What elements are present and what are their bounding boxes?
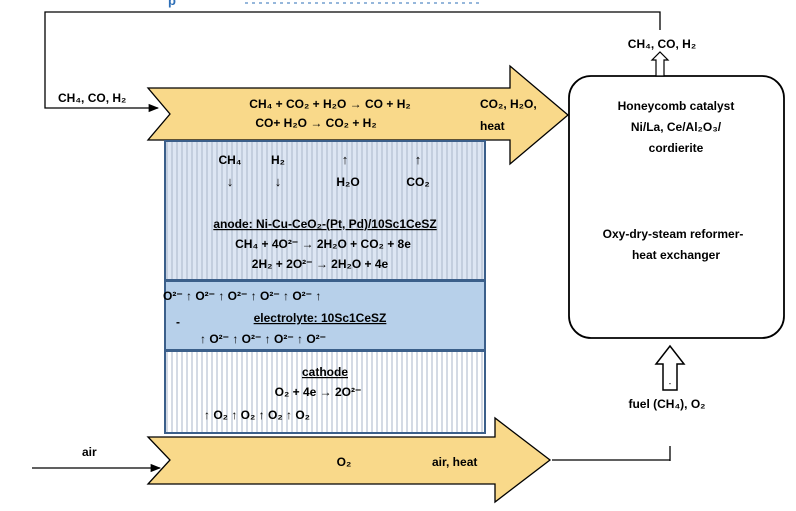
anode-layer-stripes <box>164 140 486 281</box>
anode-species-ch4-arrow: ↓ <box>227 174 234 189</box>
electrolyte-top-row: O²⁻ ↑ O²⁻ ↑ O²⁻ ↑ O²⁻ ↑ O²⁻ ↑ <box>163 289 321 303</box>
anode-species-h2-arrow: ↓ <box>275 174 282 189</box>
recycle-line <box>44 11 661 113</box>
air-channel-arrow <box>146 416 552 504</box>
reformer-input-arrow <box>654 344 686 391</box>
cathode-layer-stripes <box>164 350 486 434</box>
reformer-box <box>568 75 785 339</box>
anode-species-co2-arrow: ↑ <box>415 152 422 167</box>
fuel-outlet-label-1: CO₂, H₂O, <box>480 97 537 111</box>
cathode-flux-row: ↑ O₂ ↑ O₂ ↑ O₂ ↑ O₂ <box>204 408 310 422</box>
reformer-line-3: cordierite <box>649 141 704 155</box>
fuel-outlet-label-2: heat <box>480 119 505 133</box>
reformer-line-2: Ni/La, Ce/Al₂O₃/ <box>631 120 722 134</box>
anode-species-h2o-arrow: ↑ <box>342 152 349 167</box>
reformer-line-1: Honeycomb catalyst <box>618 99 735 113</box>
fuel-channel-arrow <box>146 64 570 166</box>
anode-species-co2: CO₂ <box>406 175 429 189</box>
fuel-reaction-1: CH₄ + CO₂ + H₂O → CO + H₂ <box>249 97 410 111</box>
anode-reaction-1: CH₄ + 4O²⁻ → 2H₂O + CO₂ + 8e <box>235 237 411 251</box>
reformer-output-arrow <box>650 51 670 77</box>
air-middle-label: O₂ <box>337 455 352 469</box>
electrolyte-side-mark: - <box>176 315 180 329</box>
anode-species-ch4: CH₄ <box>218 153 241 167</box>
reformer-bottom-input-label: fuel (CH₄), O₂ <box>628 397 705 411</box>
cathode-reaction: O₂ + 4e → 2O²⁻ <box>275 385 362 399</box>
reformer-line-5: heat exchanger <box>632 248 720 262</box>
anode-title: anode: Ni-Cu-CeO₂-(Pt, Pd)/10Sc1CeSZ <box>213 217 436 231</box>
air-outlet-label: air, heat <box>432 455 477 469</box>
electrolyte-title: electrolyte: 10Sc1CeSZ <box>254 311 387 325</box>
fuel-inlet-label: CH₄, CO, H₂ <box>58 91 126 105</box>
anode-reaction-2: 2H₂ + 2O²⁻ → 2H₂O + 4e <box>252 257 389 271</box>
cathode-title: cathode <box>302 365 348 379</box>
reformer-input-arrow-mark: - <box>669 379 672 388</box>
electrolyte-bottom-row: ↑ O²⁻ ↑ O²⁻ ↑ O²⁻ ↑ O²⁻ <box>200 332 326 346</box>
electrolyte-layer <box>164 280 486 351</box>
fuel-reaction-2: CO+ H₂O → CO₂ + H₂ <box>255 116 376 130</box>
reformer-top-output-label: CH₄, CO, H₂ <box>628 37 696 51</box>
reformer-line-4: Oxy-dry-steam reformer- <box>603 227 744 241</box>
top-banner-fragment: p <box>168 0 176 8</box>
anode-species-h2o: H₂O <box>336 175 359 189</box>
air-inlet-label: air <box>82 445 97 459</box>
anode-species-h2: H₂ <box>271 153 285 167</box>
